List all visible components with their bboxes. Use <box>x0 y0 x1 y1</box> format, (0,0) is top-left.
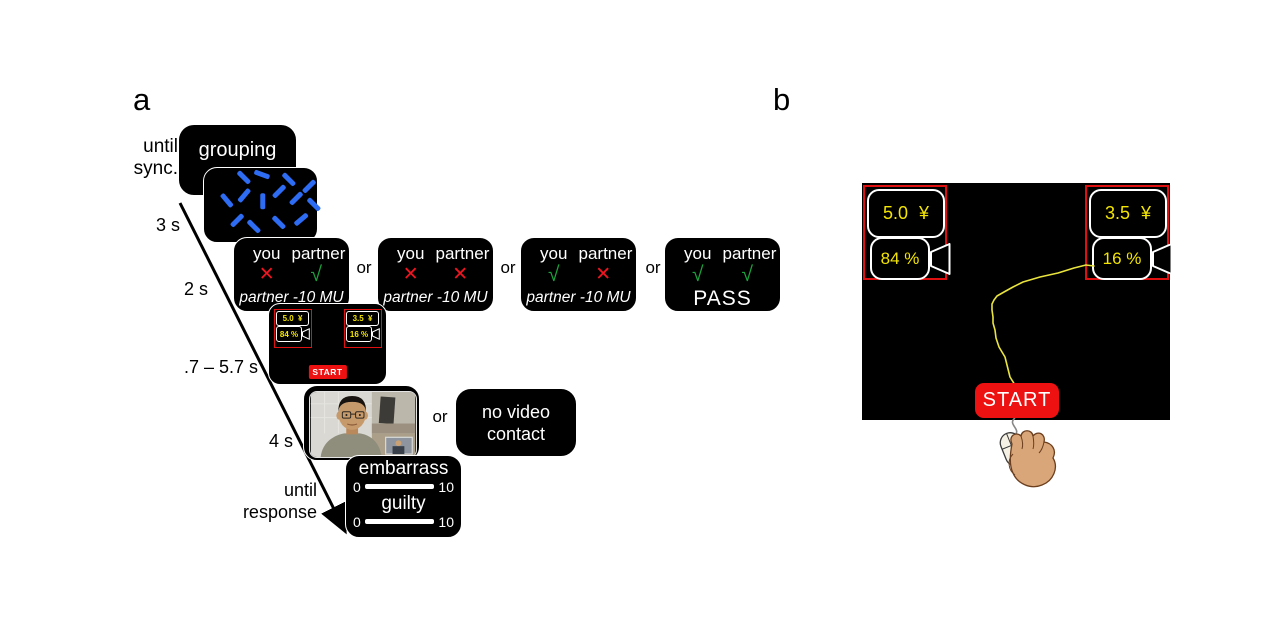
decision-screen-large: 5.0 ¥ 84 % 3.5 ¥ 16 % START <box>862 183 1173 420</box>
blue-dash <box>301 179 317 194</box>
or-separator-1: or <box>356 258 372 277</box>
probability-right: 16 % <box>1092 237 1152 280</box>
outcome-result: partner -10 MU <box>239 289 344 306</box>
scale-max: 10 <box>438 513 454 530</box>
partner-check-mark: √ <box>741 263 754 286</box>
you-check-mark: √ <box>547 263 560 286</box>
panel-a-label: a <box>133 82 151 117</box>
rating-scale1-label: embarrass <box>358 458 449 479</box>
grouping-label: grouping <box>198 139 277 161</box>
money-option-left: 5.0 ¥ 84 % <box>274 309 312 348</box>
outcome-col-you: you <box>540 244 568 263</box>
outcome-col-partner: partner <box>435 244 490 263</box>
start-button-mini: START <box>308 365 347 379</box>
hand-on-mouse-illustration <box>999 418 1057 488</box>
outcome-screen-1: you partner ✕ √ partner -10 MU <box>233 237 350 312</box>
blue-dash <box>293 212 309 226</box>
blue-dash <box>246 219 262 234</box>
outcome-col-you: you <box>684 244 712 263</box>
partner-check-mark: √ <box>310 263 323 286</box>
no-video-screen: no video contact <box>455 388 577 457</box>
video-screen <box>303 385 420 461</box>
you-cross-mark: ✕ <box>258 264 275 285</box>
outcome-col-you: you <box>253 244 281 263</box>
duration-rating-line2: response <box>242 502 317 522</box>
amount-left: 5.0 ¥ <box>867 189 945 238</box>
money-option-left: 5.0 ¥ 84 % <box>863 185 951 280</box>
scale-min: 0 <box>353 478 361 495</box>
blue-dash <box>229 213 245 228</box>
outcome-result: partner -10 MU <box>526 289 631 306</box>
you-check-mark: √ <box>691 263 704 286</box>
scale-min: 0 <box>353 513 361 530</box>
partner-cross-mark: ✕ <box>595 264 612 285</box>
amount-right: 3.5 ¥ <box>346 311 379 326</box>
speaker-icon <box>1152 242 1173 275</box>
probability-right: 16 % <box>346 326 372 342</box>
duration-sync-line2: sync. <box>133 158 178 179</box>
outcome-col-partner: partner <box>722 244 777 263</box>
rating-scale2-row: 0 10 <box>346 513 461 530</box>
probability-left: 84 % <box>276 326 302 342</box>
you-cross-mark: ✕ <box>402 264 419 285</box>
outcome-result: partner -10 MU <box>383 289 488 306</box>
timeline-arrow <box>178 202 347 535</box>
duration-label-rating: until response <box>155 479 317 523</box>
rating-screen: embarrass 0 10 guilty 0 10 <box>345 455 462 538</box>
duration-label-decision: .7 – 5.7 s <box>183 357 258 377</box>
duration-label-sync: until sync. <box>100 136 178 180</box>
rating-scale1-row: 0 10 <box>346 478 461 495</box>
dot-motion-screen <box>203 167 321 243</box>
duration-sync-line1: until <box>143 136 178 157</box>
outcome-col-partner: partner <box>291 244 346 263</box>
decision-screen-mini: 5.0 ¥ 84 % 3.5 ¥ 16 % START <box>268 303 387 385</box>
rating-slider-bar <box>364 519 435 524</box>
blue-dash <box>236 170 251 185</box>
mouse-trajectory <box>991 264 1095 398</box>
amount-left: 5.0 ¥ <box>276 311 309 326</box>
or-separator-2: or <box>500 258 516 277</box>
partner-cross-mark: ✕ <box>452 264 469 285</box>
no-video-line1: no video <box>481 401 551 422</box>
rating-scale2-label: guilty <box>381 493 426 514</box>
or-separator-video: or <box>432 407 448 426</box>
outcome-col-partner: partner <box>578 244 633 263</box>
start-button: START <box>975 383 1059 418</box>
money-option-right: 3.5 ¥ 16 % <box>1085 185 1173 280</box>
duration-label-outcome: 2 s <box>183 279 208 299</box>
speaker-icon <box>930 242 951 275</box>
blue-dash <box>271 183 286 199</box>
outcome-screen-3: you partner √ ✕ partner -10 MU <box>520 237 637 312</box>
outcome-screen-4: you partner √ √ PASS <box>664 237 781 312</box>
blue-dash <box>219 192 234 208</box>
partner-webcam-image <box>309 391 417 458</box>
duration-label-video: 4 s <box>268 431 293 451</box>
outcome-result: PASS <box>693 287 752 310</box>
outcome-screen-2: you partner ✕ ✕ partner -10 MU <box>377 237 494 312</box>
speaker-icon <box>302 328 310 340</box>
blue-dash <box>253 169 271 180</box>
blue-dash <box>260 193 266 210</box>
duration-rating-line1: until <box>283 480 317 500</box>
blue-dash <box>236 187 251 203</box>
hand <box>1008 430 1057 488</box>
rating-slider-bar <box>364 484 435 489</box>
or-separator-3: or <box>645 258 661 277</box>
scale-max: 10 <box>438 478 454 495</box>
probability-left: 84 % <box>870 237 930 280</box>
no-video-line2: contact <box>486 423 546 444</box>
speaker-icon <box>372 328 380 340</box>
duration-label-grouping: 3 s <box>155 215 180 235</box>
outcome-col-you: you <box>397 244 425 263</box>
money-option-right: 3.5 ¥ 16 % <box>344 309 382 348</box>
panel-b-label: b <box>773 82 791 117</box>
blue-dash <box>271 214 286 230</box>
blue-dash <box>288 191 303 206</box>
